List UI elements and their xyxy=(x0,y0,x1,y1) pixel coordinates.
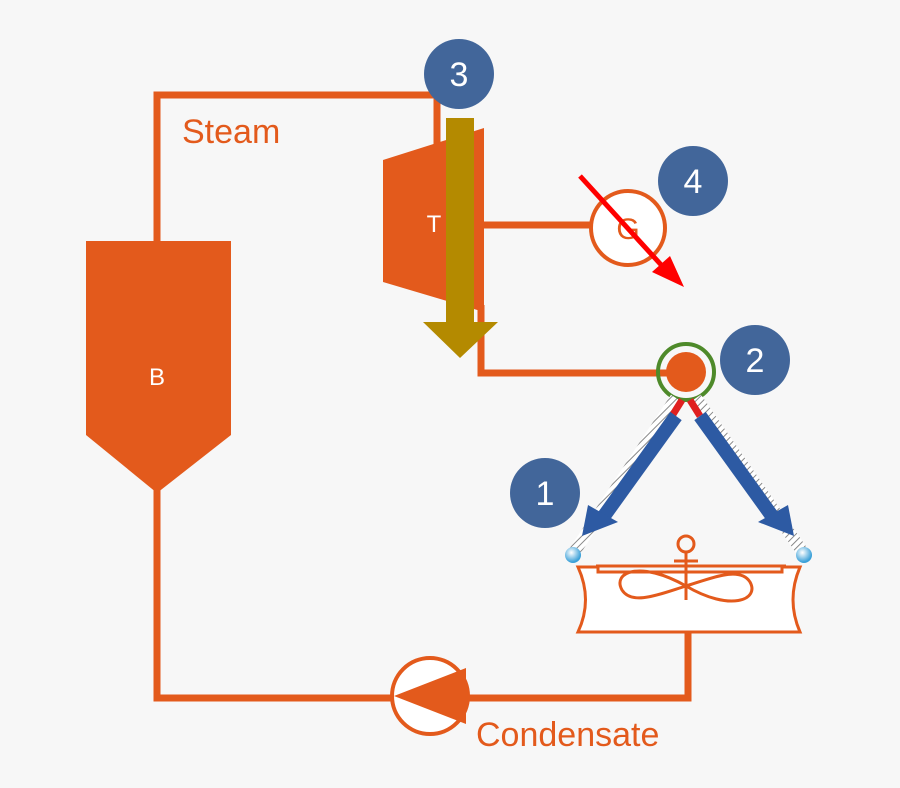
expansion-valve-icon xyxy=(656,342,716,402)
pump-icon xyxy=(390,656,470,736)
condensate-return-pipe xyxy=(468,632,692,702)
boiler-icon: B xyxy=(86,241,231,493)
red-arrow xyxy=(578,174,684,287)
marker-3: 3 xyxy=(424,39,494,109)
steam-label: Steam xyxy=(182,113,280,151)
svg-text:2: 2 xyxy=(746,342,765,380)
exhaust-pipe xyxy=(477,305,668,377)
flow-arrows xyxy=(582,411,794,536)
energy-arrow xyxy=(423,118,498,358)
condensate-label: Condensate xyxy=(476,716,659,754)
marker-1: 1 xyxy=(510,458,580,528)
steam-pipe xyxy=(153,91,441,243)
svg-text:4: 4 xyxy=(684,163,703,201)
svg-text:3: 3 xyxy=(450,56,469,94)
marker-2: 2 xyxy=(720,325,790,395)
turbine-label: T xyxy=(427,211,442,238)
boiler-label: B xyxy=(149,364,165,391)
condensate-pipe xyxy=(153,490,392,702)
svg-text:1: 1 xyxy=(536,475,555,513)
marker-4: 4 xyxy=(658,146,728,216)
hatched-pipes xyxy=(565,394,812,563)
cooling-tower-fan-icon xyxy=(575,534,803,634)
